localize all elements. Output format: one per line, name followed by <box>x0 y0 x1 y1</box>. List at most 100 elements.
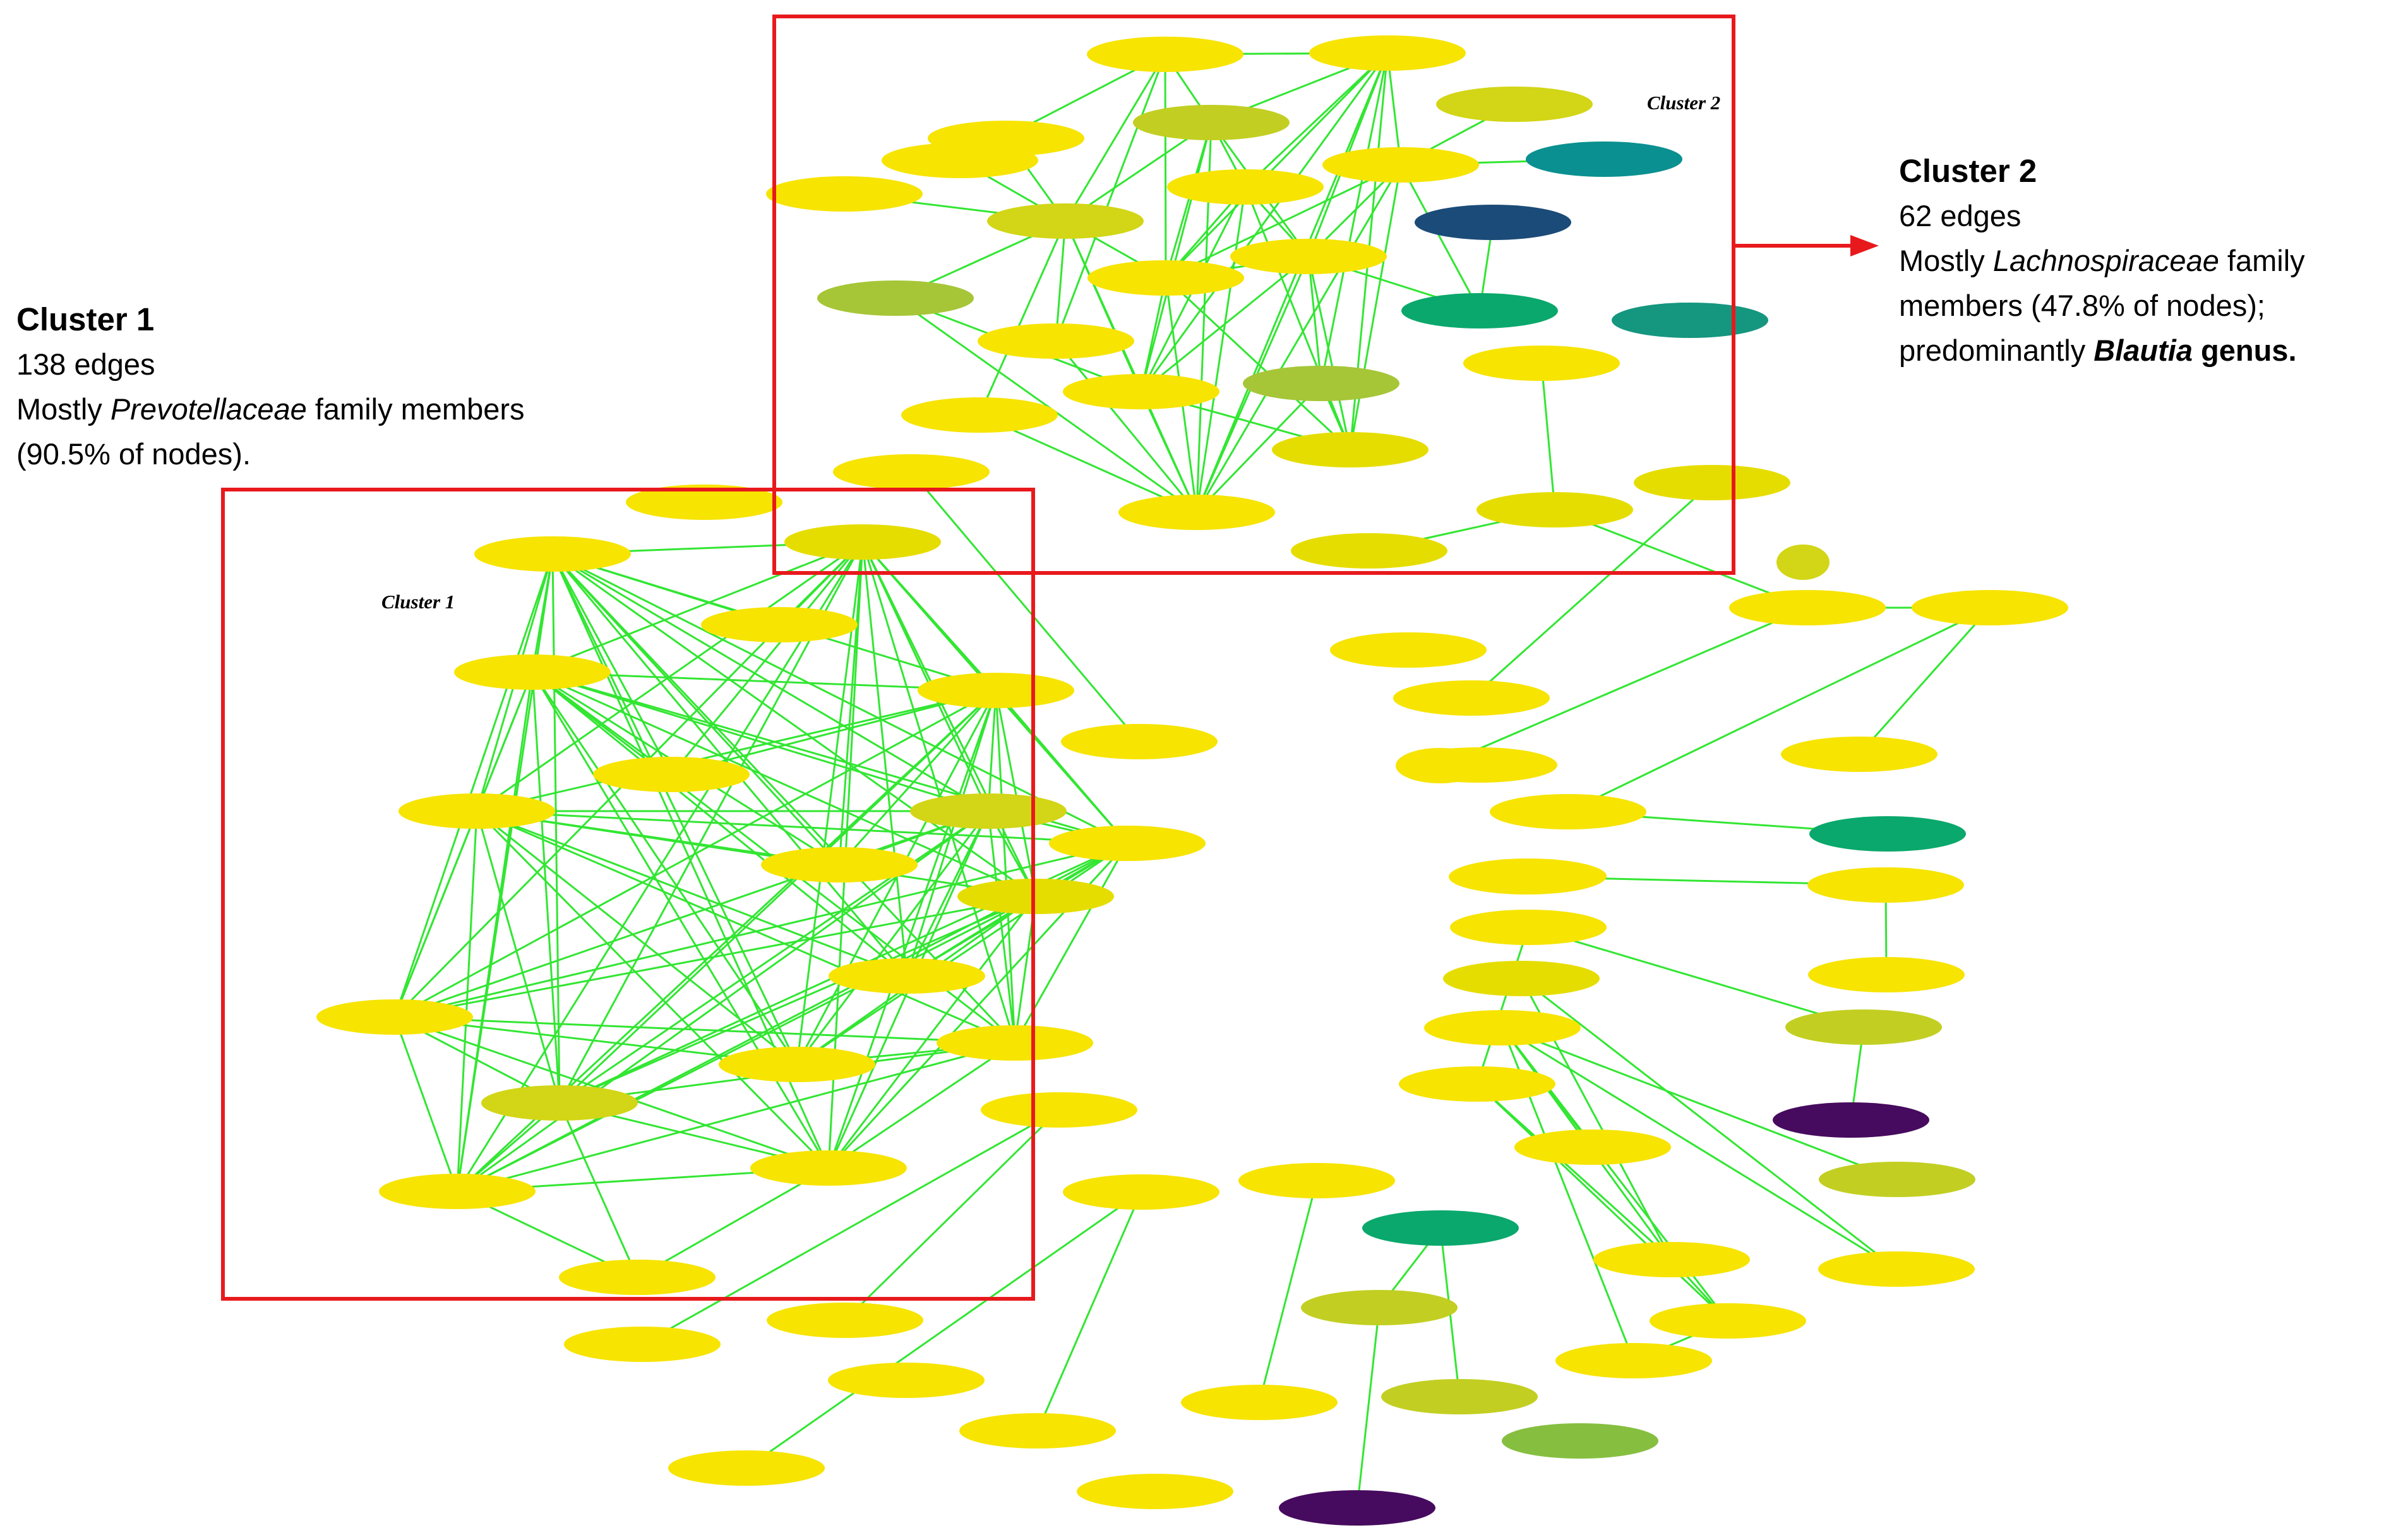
node-c2w <box>1272 432 1429 467</box>
node-r12 <box>1807 867 1964 903</box>
edge <box>861 541 908 977</box>
edge <box>1064 54 1166 222</box>
cluster-2-edge-count: 62 edges <box>1899 199 2022 232</box>
node-c2b <box>1309 35 1466 71</box>
cluster-2-box <box>772 15 1735 575</box>
node-r4 <box>1330 632 1487 668</box>
node-r13 <box>1450 910 1607 945</box>
cluster-2-arrow-head <box>1850 235 1879 256</box>
node-b6 <box>1502 1423 1658 1459</box>
edge <box>844 1109 1060 1322</box>
edge <box>1140 52 1389 392</box>
edge <box>456 541 864 1192</box>
edge <box>979 414 1197 514</box>
node-c2r <box>978 323 1134 359</box>
edge <box>393 553 554 1018</box>
edge <box>1858 607 1991 755</box>
node-b4 <box>1181 1385 1338 1420</box>
node-b9 <box>1450 858 1607 894</box>
node-c2u <box>1243 366 1399 401</box>
node-c1n <box>829 958 985 994</box>
node-o7 <box>828 1363 985 1398</box>
node-r14 <box>1808 957 1965 992</box>
node-c1a <box>626 485 782 520</box>
edge <box>394 895 1036 1018</box>
node-c1s <box>750 1150 907 1186</box>
cluster-1-edge-count: 138 edges <box>16 347 155 381</box>
edge <box>1244 52 1389 188</box>
edge <box>746 1191 1142 1469</box>
edge <box>559 895 1036 1104</box>
node-o3 <box>559 1260 716 1295</box>
node-c1g <box>918 673 1074 708</box>
node-o8 <box>1238 1163 1395 1198</box>
edge <box>532 671 989 812</box>
edge <box>551 553 561 1104</box>
edge <box>476 810 1015 1044</box>
node-r24 <box>1650 1303 1806 1339</box>
edge <box>476 810 1128 845</box>
edge <box>1521 977 1897 1270</box>
node-r8 <box>1490 794 1646 829</box>
node-c1r <box>481 1085 638 1121</box>
edge <box>532 671 997 692</box>
node-r16 <box>1785 1009 1942 1045</box>
cluster-2-desc-a: Mostly <box>1899 244 1993 277</box>
cluster-2-genus-c: genus. <box>2192 334 2297 367</box>
node-c2q <box>1612 303 1768 338</box>
node-r5 <box>1393 680 1550 716</box>
edge <box>551 553 673 775</box>
node-o9 <box>959 1413 1116 1449</box>
cluster-1-annotation: Cluster 1 138 edges Mostly Prevotellacea… <box>16 297 525 476</box>
edge <box>1195 52 1389 513</box>
node-c1m <box>957 879 1114 914</box>
edge <box>1036 1191 1142 1431</box>
edge <box>476 810 907 977</box>
cluster-1-percentage: (90.5% of nodes). <box>16 437 251 471</box>
node-c2z <box>1634 465 1790 500</box>
node-c1h <box>593 757 750 792</box>
node-o2 <box>981 1092 1137 1128</box>
node-c1b <box>474 536 631 572</box>
node-c2h <box>1322 147 1479 183</box>
node-r19 <box>1399 1066 1555 1102</box>
cluster-2-percentage: members (47.8% of nodes); <box>1899 289 2265 322</box>
edge <box>1164 54 1167 279</box>
node-c2i <box>1526 142 1682 177</box>
edge <box>1399 164 1481 311</box>
node-r18 <box>1773 1102 1929 1138</box>
cluster-1-desc-a: Mostly <box>16 392 111 426</box>
edge <box>828 1042 1015 1169</box>
node-c2g <box>766 176 923 212</box>
node-c2k <box>1167 169 1324 205</box>
cluster-1-description: Mostly Prevotellaceae family members <box>16 387 525 431</box>
edge <box>394 1016 1015 1044</box>
edge <box>1307 256 1322 384</box>
edge <box>393 810 478 1018</box>
node-b2 <box>1362 1210 1519 1246</box>
edge <box>637 1167 829 1279</box>
node-c1p <box>937 1025 1093 1061</box>
edge <box>476 810 561 1104</box>
edge-layer <box>393 52 1991 1509</box>
edge <box>796 842 1128 1066</box>
cluster-1-label: Cluster 1 <box>381 591 455 613</box>
node-c1i <box>398 793 555 829</box>
node-r20 <box>1819 1162 1975 1197</box>
edge <box>796 810 990 1065</box>
edge <box>1356 1307 1381 1509</box>
edge <box>552 553 1036 898</box>
node-r2 <box>1729 590 1886 625</box>
edge <box>476 689 997 812</box>
node-c2n <box>1230 239 1387 274</box>
edge <box>978 220 1067 416</box>
node-o5 <box>767 1303 923 1338</box>
edge <box>1195 382 1322 514</box>
edge <box>1540 363 1556 510</box>
edge <box>1476 1083 1673 1261</box>
edge <box>995 690 1016 1044</box>
node-c2m <box>1087 260 1244 296</box>
edge <box>1165 164 1401 279</box>
edge <box>552 553 989 812</box>
